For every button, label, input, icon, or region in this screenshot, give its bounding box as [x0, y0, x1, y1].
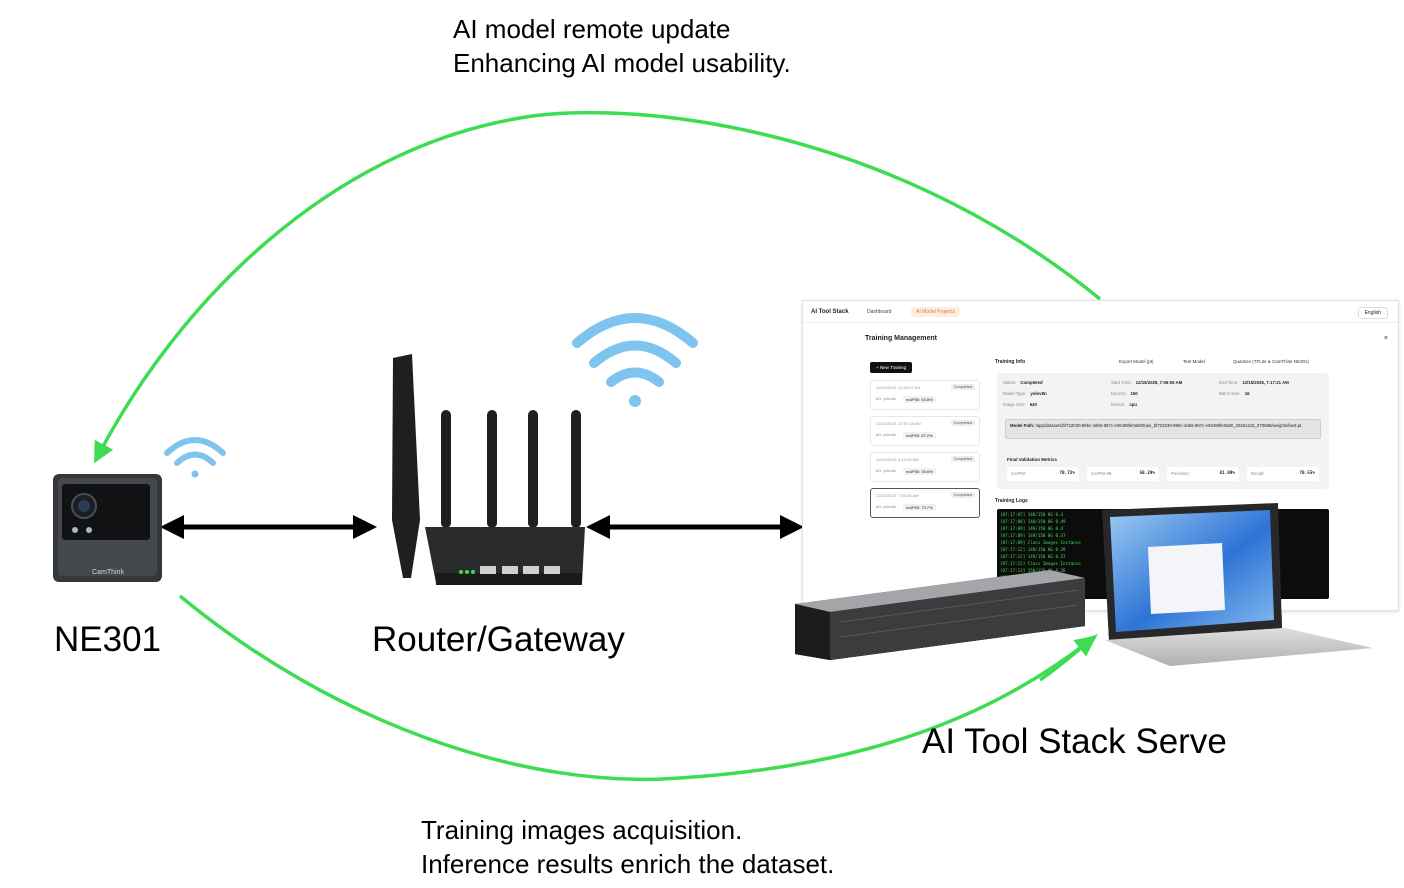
batch-size-field: Batch Size:16 — [1219, 391, 1250, 396]
caption-line: Inference results enrich the dataset. — [421, 849, 835, 879]
log-line: [07:17:09] 149/150 0G 0.4 — [1000, 526, 1064, 531]
status-badge: Completed — [950, 384, 975, 390]
router-server-link-arrow — [586, 515, 804, 539]
log-line: [07:17:09] Class Images Instance — [1000, 540, 1081, 545]
run-model: 8G: yolov8n — [876, 505, 897, 509]
training-run-card[interactable]: 12/15/2025, 11:59:57 AM Completed 8G: yo… — [870, 380, 980, 410]
status-badge: Completed — [950, 492, 975, 498]
server-label: AI Tool Stack Serve — [922, 722, 1227, 761]
model-update-caption: AI model remote update Enhancing AI mode… — [453, 12, 791, 80]
camera-wifi-icon — [164, 437, 226, 478]
router-wifi-icon — [572, 313, 698, 407]
quantize-button[interactable]: Quantize (TFLite & CamThink NE301) — [1233, 359, 1310, 364]
run-model: 8G: yolov8n — [876, 397, 897, 401]
log-line: [07:17:13] 150/150 0G 0.38 — [1000, 568, 1066, 573]
acquisition-caption: Training images acquisition. Inference r… — [421, 813, 834, 881]
language-select[interactable]: English — [1357, 307, 1388, 319]
training-info-title: Training Info — [995, 359, 1025, 365]
tab-dashboard[interactable]: Dashboard — [867, 309, 892, 315]
start-time-field: Start Time:12/15/2025, 7:06:06 AM — [1111, 380, 1183, 385]
caption-line: AI model remote update — [453, 14, 731, 44]
page-title: Training Management — [865, 335, 937, 342]
metric-map50-95: mAP50-95:50.29% — [1087, 467, 1159, 481]
ne301-camera: CamThink — [53, 474, 162, 582]
training-run-card[interactable]: 12/15/2025, 8:10:43 AM Completed 8G: yol… — [870, 452, 980, 482]
run-model: 8G: yolov8n — [876, 433, 897, 437]
device-field: Device:cpu — [1111, 402, 1137, 407]
run-metric: mAP50: 35.6% — [903, 468, 936, 475]
export-model-button[interactable]: Export Model (pt) — [1119, 359, 1154, 364]
metric-precision: Precision:81.89% — [1167, 467, 1239, 481]
new-training-button[interactable]: + New Training — [870, 362, 913, 373]
tab-ai-model-projects[interactable]: AI Model Projects — [911, 307, 961, 317]
metric-map50: mAP50:70.72% — [1007, 467, 1079, 481]
log-line: [07:17:07] 148/150 0G 0.4 — [1000, 512, 1064, 517]
log-line: [07:17:14] 150/150 0G 0.39 — [1000, 575, 1066, 580]
camera-router-link-arrow — [160, 515, 377, 539]
metrics-title: Final Validation Metrics — [1007, 457, 1058, 462]
training-logs-title: Training Logs — [995, 498, 1028, 504]
run-time: 12/15/2025, 8:10:43 AM — [876, 457, 919, 462]
epochs-field: Epochs:150 — [1111, 391, 1138, 396]
camera-label: NE301 — [54, 620, 162, 659]
camera-brand-logo: CamThink — [92, 569, 124, 576]
model-path-field: Model Path: /app/datasets/bf722030-89bc-… — [1005, 419, 1321, 439]
run-metric: mAP50: 70.7% — [903, 504, 936, 511]
log-line: [07:17:12] 149/150 0G 0.39 — [1000, 547, 1066, 552]
run-time: 12/15/2025, 7:06:06 AM — [876, 493, 919, 498]
log-line: [07:17:08] 148/150 0G 0.49 — [1000, 519, 1066, 524]
image-size-field: Image Size:640 — [1003, 402, 1037, 407]
run-metric: mAP50: 67.2% — [903, 432, 936, 439]
run-time: 12/15/2025, 10:57:29 AM — [876, 421, 921, 426]
log-line: [07:17:09] 149/150 0G 0.37 — [1000, 533, 1066, 538]
app-brand: AI Tool Stack — [811, 309, 849, 315]
router-device — [392, 354, 585, 585]
test-model-button[interactable]: Test Model — [1183, 359, 1205, 364]
close-icon[interactable]: × — [1383, 335, 1388, 342]
run-metric: mAP50: 53.8% — [903, 396, 936, 403]
run-model: 8G: yolov8n — [876, 469, 897, 473]
router-label: Router/Gateway — [372, 620, 625, 659]
training-run-card[interactable]: 12/15/2025, 10:57:29 AM Completed 8G: yo… — [870, 416, 980, 446]
status-badge: Completed — [950, 456, 975, 462]
caption-line: Enhancing AI model usability. — [453, 48, 791, 78]
status-badge: Completed — [950, 420, 975, 426]
status-field: Status:Completed — [1003, 380, 1043, 385]
run-time: 12/15/2025, 11:59:57 AM — [876, 385, 921, 390]
training-logs-console: [07:17:07] 148/150 0G 0.4 [07:17:08] 148… — [997, 509, 1329, 599]
model-update-arrow — [94, 110, 1102, 464]
training-run-card-selected[interactable]: 12/15/2025, 7:06:06 AM Completed 8G: yol… — [870, 488, 980, 518]
image-acquisition-arrow — [178, 594, 1097, 782]
app-topbar: AI Tool Stack Dashboard AI Model Project… — [803, 301, 1398, 323]
log-line: [07:17:12] 149/150 0G 0.37 — [1000, 554, 1066, 559]
metric-recall: Recall:70.55% — [1247, 467, 1319, 481]
training-info-panel: Status:Completed Start Time:12/15/2025, … — [997, 373, 1329, 489]
end-time-field: End Time:12/15/2025, 7:17:21 AM — [1219, 380, 1289, 385]
caption-line: Training images acquisition. — [421, 815, 743, 845]
log-line: [07:17:12] Class Images Instance — [1000, 561, 1081, 566]
model-type-field: Model Type:yolov8n — [1003, 391, 1047, 396]
ai-tool-stack-screenshot: AI Tool Stack Dashboard AI Model Project… — [802, 300, 1399, 611]
